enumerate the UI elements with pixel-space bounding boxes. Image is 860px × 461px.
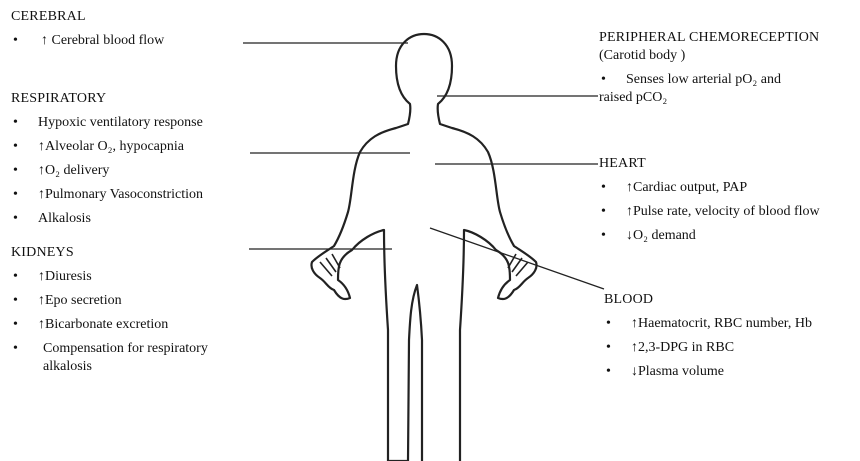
cerebral-title: CEREBRAL — [11, 8, 164, 26]
peripheral-title: PERIPHERAL CHEMORECEPTION — [599, 29, 857, 47]
peripheral-subtitle: (Carotid body ) — [599, 47, 857, 65]
list-item: •↑O₂ delivery — [11, 162, 203, 180]
list-item: •↑Diuresis — [11, 268, 241, 286]
list-item: •Compensation for respiratory alkalosis — [11, 340, 241, 376]
list-item: •↑Cardiac output, PAP — [599, 179, 820, 197]
kidneys-section: KIDNEYS •↑Diuresis •↑Epo secretion •↑Bic… — [11, 244, 241, 376]
list-item: •Alkalosis — [11, 210, 203, 228]
heart-section: HEART •↑Cardiac output, PAP •↑Pulse rate… — [599, 155, 820, 245]
left-hand-fingers — [320, 254, 340, 276]
list-item: •↑Haematocrit, RBC number, Hb — [604, 315, 812, 333]
list-item: •↑Alveolar O₂, hypocapnia — [11, 138, 203, 156]
respiratory-title: RESPIRATORY — [11, 90, 203, 108]
kidneys-title: KIDNEYS — [11, 244, 241, 262]
list-item: •↓O₂ demand — [599, 227, 820, 245]
cerebral-list: •↑ Cerebral blood flow — [11, 32, 164, 50]
blood-title: BLOOD — [604, 291, 812, 309]
human-body-outline — [311, 34, 536, 461]
right-hand-fingers — [508, 254, 528, 276]
peripheral-chemoreception-section: PERIPHERAL CHEMORECEPTION (Carotid body … — [599, 29, 857, 107]
list-item: •↑2,3-DPG in RBC — [604, 339, 812, 357]
blood-section: BLOOD •↑Haematocrit, RBC number, Hb •↑2,… — [604, 291, 812, 381]
respiratory-section: RESPIRATORY •Hypoxic ventilatory respons… — [11, 90, 203, 228]
list-item: •↓Plasma volume — [604, 363, 812, 381]
heart-list: •↑Cardiac output, PAP •↑Pulse rate, velo… — [599, 179, 820, 245]
list-item: •↑Epo secretion — [11, 292, 241, 310]
list-item: •Hypoxic ventilatory response — [11, 114, 203, 132]
list-item: •↑Pulse rate, velocity of blood flow — [599, 203, 820, 221]
heart-title: HEART — [599, 155, 820, 173]
list-item: •↑Bicarbonate excretion — [11, 316, 241, 334]
list-item: •↑ Cerebral blood flow — [11, 32, 164, 50]
list-item: •↑Pulmonary Vasoconstriction — [11, 186, 203, 204]
cerebral-section: CEREBRAL •↑ Cerebral blood flow — [11, 8, 164, 50]
kidneys-list: •↑Diuresis •↑Epo secretion •↑Bicarbonate… — [11, 268, 241, 376]
list-item: •Senses low arterial pO₂ and — [599, 71, 857, 89]
respiratory-list: •Hypoxic ventilatory response •↑Alveolar… — [11, 114, 203, 228]
list-item-continuation: raised pCO₂ — [599, 89, 857, 107]
blood-list: •↑Haematocrit, RBC number, Hb •↑2,3-DPG … — [604, 315, 812, 381]
connector-blood — [430, 228, 604, 289]
